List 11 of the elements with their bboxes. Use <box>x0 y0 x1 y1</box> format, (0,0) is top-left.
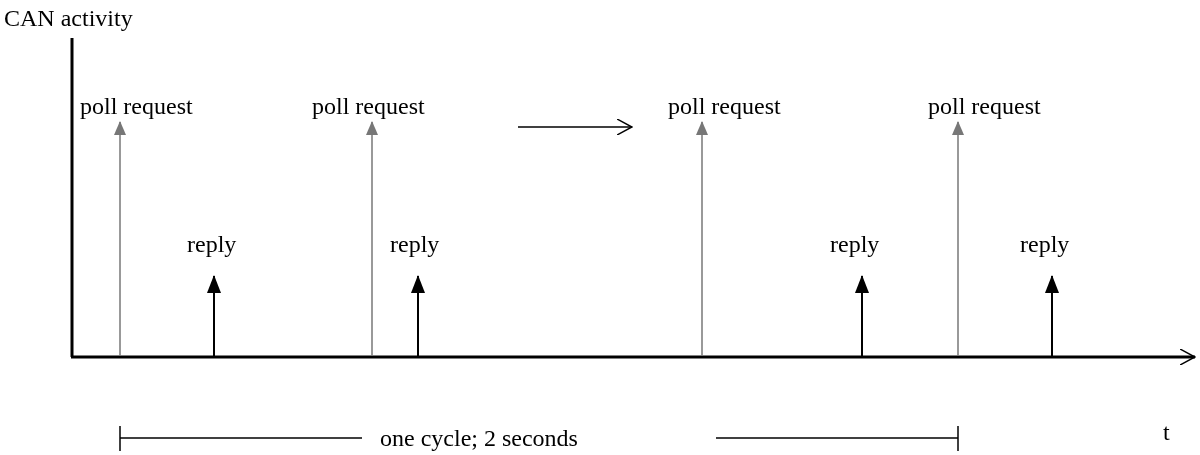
measure-label: one cycle; 2 seconds <box>380 424 578 452</box>
axis-label: t <box>1163 418 1170 446</box>
signal-label: poll request <box>312 92 425 120</box>
signal-label: poll request <box>80 92 193 120</box>
signal-label: reply <box>187 230 237 258</box>
axis-label: CAN activity <box>4 4 133 32</box>
signal-label: poll request <box>928 92 1041 120</box>
signal-label: reply <box>390 230 440 258</box>
signal-label: reply <box>1020 230 1070 258</box>
signal-label: poll request <box>668 92 781 120</box>
signal-label: reply <box>830 230 880 258</box>
